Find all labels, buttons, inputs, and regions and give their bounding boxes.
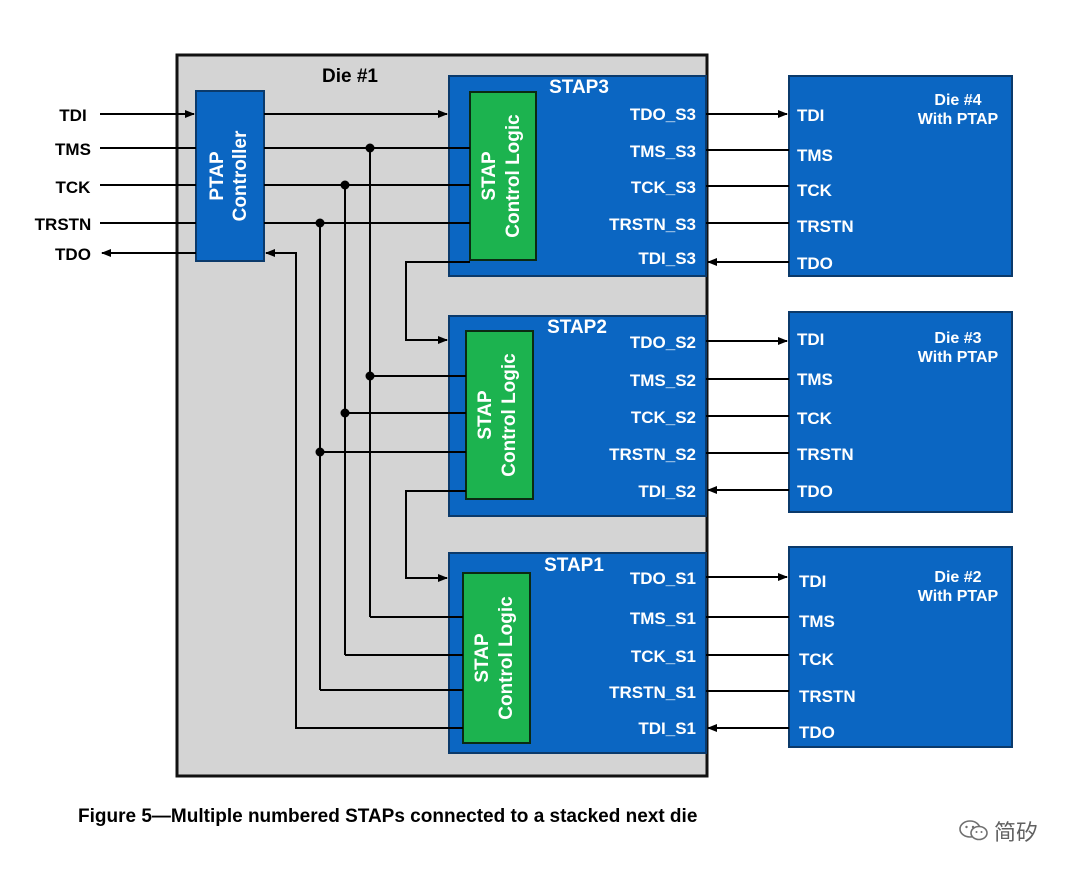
ptap-label-line1: PTAP: [207, 151, 228, 201]
stap2-title: STAP2: [547, 317, 607, 338]
pin-tck-label: TCK: [56, 178, 92, 197]
stap1-logic-label: STAP Control Logic: [472, 596, 517, 720]
die3-pin-trstn: TRSTN: [797, 445, 854, 464]
figure-caption: Figure 5—Multiple numbered STAPs connect…: [78, 806, 698, 827]
stap1-port-tdi: TDI_S1: [638, 719, 696, 738]
die3-pin-tck: TCK: [797, 409, 833, 428]
stap3-port-tdo: TDO_S3: [630, 105, 696, 124]
stap1-logic-line2: Control Logic: [496, 596, 517, 720]
die2-pin-trstn: TRSTN: [799, 687, 856, 706]
stap2-port-tdi: TDI_S2: [638, 482, 696, 501]
stap3-port-tdi: TDI_S3: [638, 249, 696, 268]
die3-box: [788, 311, 1013, 513]
die3-labels: Die #3 With PTAP TDI TMS TCK TRSTN TDO: [797, 330, 999, 501]
pin-trstn-label: TRSTN: [35, 215, 92, 234]
pin-tdi-label: TDI: [59, 106, 86, 125]
stap1-logic-line1: STAP: [472, 633, 493, 683]
stap1-port-tck: TCK_S1: [631, 647, 696, 666]
stap3-logic-label: STAP Control Logic: [479, 114, 524, 238]
die2-title-line2: With PTAP: [918, 588, 999, 605]
stap1-port-labels: TDO_S1 TMS_S1 TCK_S1 TRSTN_S1 TDI_S1: [609, 569, 696, 738]
ptap-label-line2: Controller: [230, 130, 251, 221]
stap2-logic-line1: STAP: [475, 390, 496, 440]
watermark: 简矽: [958, 815, 1038, 847]
stap3-logic-line1: STAP: [479, 151, 500, 201]
stap2-logic-line2: Control Logic: [499, 353, 520, 477]
die2-pin-tms: TMS: [799, 612, 835, 631]
stap2-port-trstn: TRSTN_S2: [609, 445, 696, 464]
die2-box: [788, 546, 1013, 748]
die3-pin-tms: TMS: [797, 370, 833, 389]
die3-pin-tdi: TDI: [797, 330, 824, 349]
stap3-title: STAP3: [549, 77, 609, 98]
stap1-port-trstn: TRSTN_S1: [609, 683, 696, 702]
external-pin-labels: TDI TMS TCK TRSTN TDO: [35, 106, 92, 264]
die4-pin-tck: TCK: [797, 181, 833, 200]
die2-pin-tdi: TDI: [799, 572, 826, 591]
die4-pin-tdi: TDI: [797, 106, 824, 125]
die4-title-line2: With PTAP: [918, 111, 999, 128]
die2-labels: Die #2 With PTAP TDI TMS TCK TRSTN TDO: [799, 569, 999, 742]
stap1-port-tdo: TDO_S1: [630, 569, 696, 588]
wechat-icon: [958, 818, 990, 844]
stap1-title: STAP1: [544, 555, 604, 576]
stap3-port-labels: TDO_S3 TMS_S3 TCK_S3 TRSTN_S3 TDI_S3: [609, 105, 696, 268]
die3-pin-tdo: TDO: [797, 482, 833, 501]
stap2-port-tdo: TDO_S2: [630, 333, 696, 352]
stap1-port-tms: TMS_S1: [630, 609, 696, 628]
die3-title-line1: Die #3: [934, 330, 981, 347]
die2-pin-tck: TCK: [799, 650, 835, 669]
pin-tdo-label: TDO: [55, 245, 91, 264]
stap2-port-tms: TMS_S2: [630, 371, 696, 390]
die4-box: [788, 75, 1013, 277]
stap3-port-tms: TMS_S3: [630, 142, 696, 161]
die1-title: Die #1: [322, 66, 378, 87]
die4-labels: Die #4 With PTAP TDI TMS TCK TRSTN TDO: [797, 92, 999, 273]
stap3-control-logic: [469, 91, 537, 261]
stap2-port-tck: TCK_S2: [631, 408, 696, 427]
die4-pin-tms: TMS: [797, 146, 833, 165]
stap3-port-trstn: TRSTN_S3: [609, 215, 696, 234]
die4-pin-trstn: TRSTN: [797, 217, 854, 236]
pin-tms-label: TMS: [55, 140, 91, 159]
stap2-control-logic: [465, 330, 534, 500]
die3-title-line2: With PTAP: [918, 349, 999, 366]
junction-dots: [315, 143, 375, 457]
ptap-controller-box: [195, 90, 265, 262]
stap3-logic-line2: Control Logic: [503, 114, 524, 238]
die2-pin-tdo: TDO: [799, 723, 835, 742]
ptap-label: PTAP Controller: [207, 130, 251, 221]
stap2-logic-label: STAP Control Logic: [475, 353, 520, 477]
stap1-control-logic: [462, 572, 531, 744]
stap2-port-labels: TDO_S2 TMS_S2 TCK_S2 TRSTN_S2 TDI_S2: [609, 333, 696, 501]
stap3-port-tck: TCK_S3: [631, 178, 696, 197]
die2-title-line1: Die #2: [934, 569, 981, 586]
die4-title-line1: Die #4: [934, 92, 981, 109]
die4-pin-tdo: TDO: [797, 254, 833, 273]
watermark-text: 简矽: [994, 821, 1039, 846]
